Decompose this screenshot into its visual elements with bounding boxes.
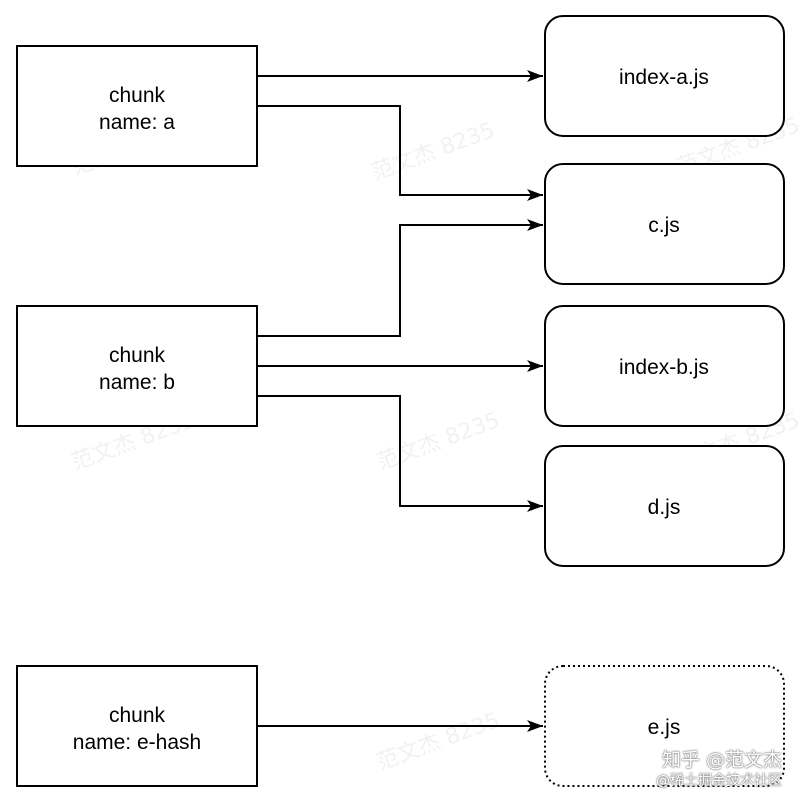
source-line1: chunk xyxy=(109,84,166,107)
source-chunk-b[interactable]: chunk name: b xyxy=(16,305,258,427)
target-index-b[interactable]: index-b.js xyxy=(544,305,785,427)
target-box xyxy=(544,445,785,567)
watermark-text: 范文杰 8235 xyxy=(374,708,504,776)
target-label: c.js xyxy=(648,214,680,237)
source-box xyxy=(16,665,258,787)
source-chunk-a[interactable]: chunk name: a xyxy=(16,45,258,167)
source-line2: name: a xyxy=(99,111,175,134)
target-c[interactable]: c.js xyxy=(544,163,785,285)
watermark-text: 范文杰 8235 xyxy=(369,118,499,186)
target-d[interactable]: d.js xyxy=(544,445,785,567)
source-box xyxy=(16,305,258,427)
target-label: d.js xyxy=(648,496,681,519)
watermark-text: 范文杰 8235 xyxy=(374,408,504,476)
target-label: e.js xyxy=(648,716,681,739)
target-box xyxy=(544,305,785,427)
source-box xyxy=(16,45,258,167)
target-e[interactable]: e.js xyxy=(544,665,785,787)
edge-chunk-b-to-d xyxy=(258,395,543,512)
source-line1: chunk xyxy=(109,344,166,367)
source-line2: name: e-hash xyxy=(73,731,201,754)
edge-layer xyxy=(258,70,543,732)
target-box xyxy=(544,163,785,285)
edge-chunk-a-to-c xyxy=(258,105,543,201)
source-line2: name: b xyxy=(99,371,175,394)
source-line1: chunk xyxy=(109,704,166,727)
target-label: index-b.js xyxy=(619,356,709,379)
target-label: index-a.js xyxy=(619,66,709,89)
source-chunk-e-hash[interactable]: chunk name: e-hash xyxy=(16,665,258,787)
edge-chunk-b-to-c xyxy=(258,219,543,337)
target-box xyxy=(544,15,785,137)
target-index-a[interactable]: index-a.js xyxy=(544,15,785,137)
target-box-dotted xyxy=(544,665,785,787)
